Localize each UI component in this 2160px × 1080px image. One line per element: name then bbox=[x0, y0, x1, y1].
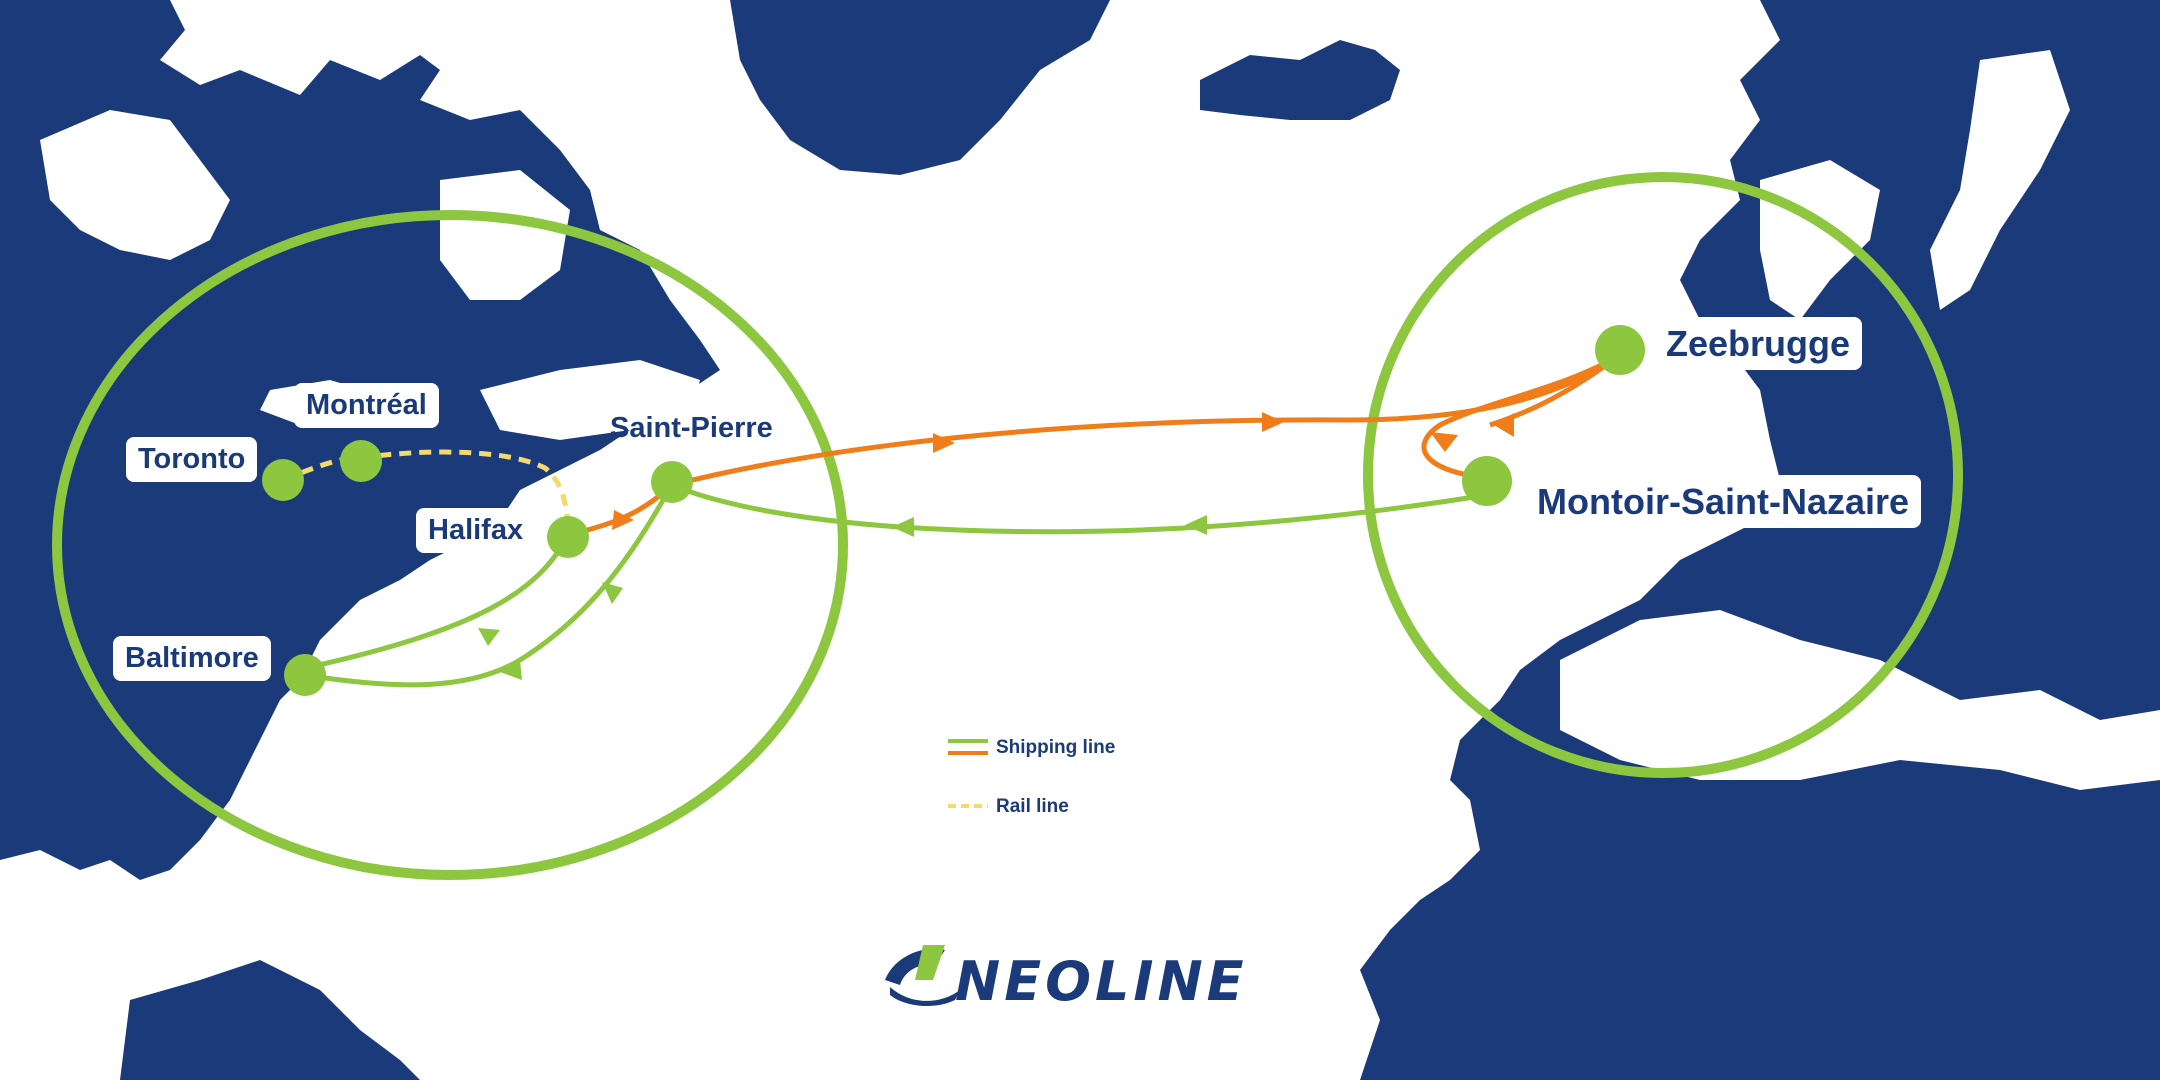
arrowhead bbox=[602, 582, 623, 604]
arrowhead bbox=[1494, 413, 1514, 437]
westbound-shipping-line bbox=[671, 482, 1488, 535]
africa-land bbox=[1430, 770, 2160, 1080]
port-marker-baltimore bbox=[284, 654, 326, 696]
port-marker-saint-pierre bbox=[651, 461, 693, 503]
greenland-land bbox=[730, 0, 1110, 175]
arrowhead bbox=[933, 433, 955, 453]
labrador-sea-gap bbox=[440, 170, 570, 300]
port-marker-toronto bbox=[262, 459, 304, 501]
port-marker-montoir bbox=[1462, 456, 1512, 506]
arrowhead bbox=[1262, 412, 1284, 432]
north-america-region-ring bbox=[52, 210, 848, 880]
port-label-zeebrugge: Zeebrugge bbox=[1654, 317, 1863, 371]
iceland-land bbox=[1200, 40, 1400, 120]
eastbound-shipping-line bbox=[1421, 352, 1622, 481]
port-label-toronto: Toronto bbox=[126, 437, 258, 483]
rail-line bbox=[282, 449, 571, 536]
port-marker-halifax bbox=[547, 516, 589, 558]
arrowhead bbox=[1185, 515, 1207, 535]
legend-swatches bbox=[948, 739, 988, 808]
brand-wordmark: NEOLINE bbox=[955, 950, 1248, 1013]
st-lawrence-gulf bbox=[480, 360, 700, 440]
neoline-logo-mark bbox=[885, 945, 960, 1007]
port-label-saint-pierre: Saint-Pierre bbox=[610, 412, 773, 444]
legend-shipping-label: Shipping line bbox=[996, 737, 1116, 758]
port-marker-zeebrugge bbox=[1595, 325, 1645, 375]
south-america-land bbox=[120, 960, 420, 1080]
westbound-shipping-line bbox=[304, 533, 571, 671]
hudson-bay bbox=[40, 110, 230, 260]
north-sea bbox=[1760, 160, 1880, 320]
port-label-montoir: Montoir-Saint-Nazaire bbox=[1525, 475, 1922, 529]
port-marker-montreal bbox=[340, 440, 382, 482]
port-label-baltimore: Baltimore bbox=[113, 636, 271, 682]
arrowhead bbox=[500, 660, 522, 680]
europe-region-ring bbox=[1363, 172, 1963, 778]
arrowhead bbox=[612, 510, 634, 530]
port-label-montreal: Montréal bbox=[294, 383, 439, 429]
arrowhead bbox=[892, 517, 914, 537]
arrowhead bbox=[478, 628, 500, 646]
baltic-sea bbox=[1930, 50, 2070, 310]
port-label-halifax: Halifax bbox=[416, 508, 536, 554]
legend-rail-label: Rail line bbox=[996, 796, 1069, 817]
westbound-shipping-line bbox=[304, 483, 675, 688]
logo-hull bbox=[890, 987, 960, 1007]
arrowhead bbox=[1430, 432, 1458, 452]
logo-sail bbox=[915, 945, 945, 980]
bay-of-biscay bbox=[1400, 490, 1520, 590]
